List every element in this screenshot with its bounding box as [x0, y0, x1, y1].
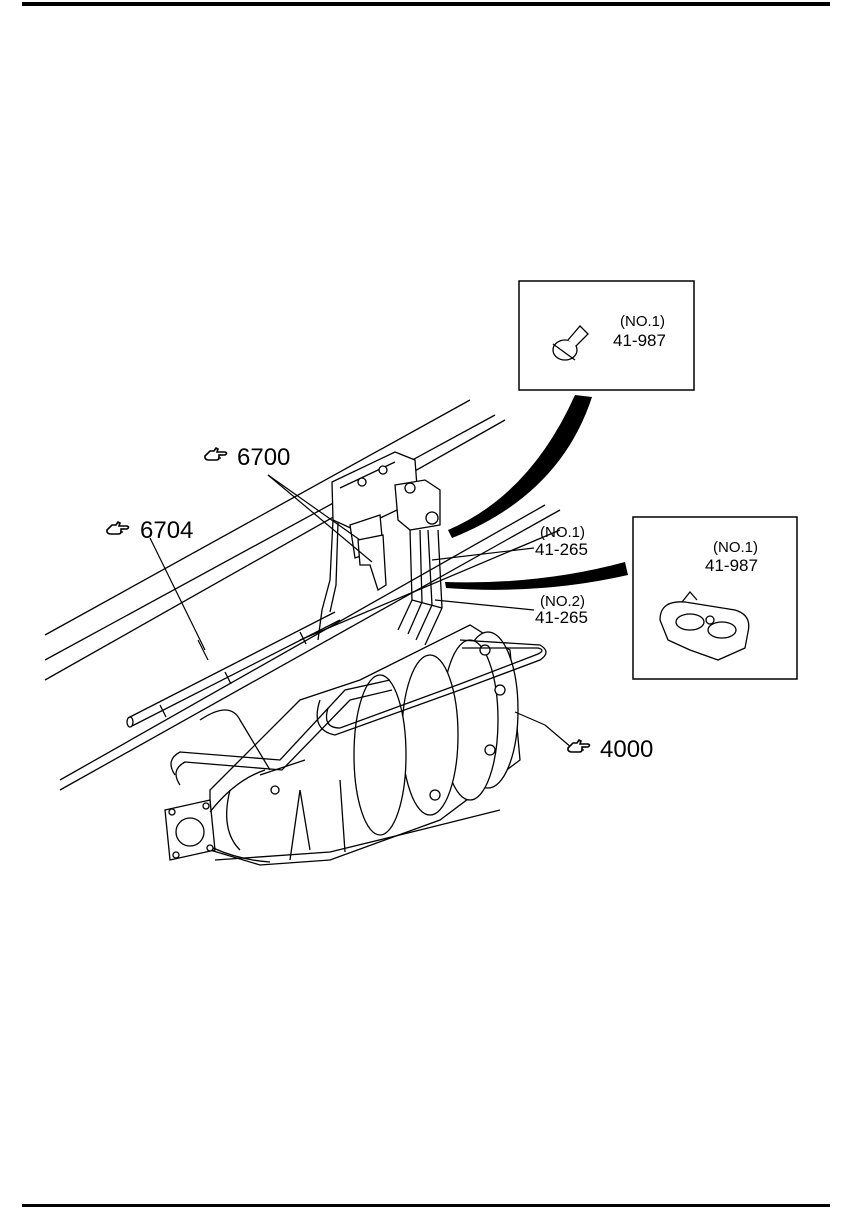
sensor-hoses	[397, 529, 443, 646]
leader-lines	[149, 347, 713, 749]
pressure-tubes	[170, 639, 547, 861]
inset-top-box	[518, 280, 695, 391]
sensor-pipe	[126, 611, 341, 728]
pointing-hand-icon	[567, 739, 591, 753]
exhaust-converter	[164, 624, 521, 866]
inset-right-qualifier: (NO.1)	[713, 539, 758, 556]
inset-pointers	[445, 395, 628, 590]
callout-6700: 6700	[237, 444, 290, 471]
hose-2-part: 41-265	[535, 608, 588, 627]
mounting-bracket	[317, 451, 441, 641]
hose-clamp-icon	[659, 590, 750, 661]
hose-1-part: 41-265	[535, 540, 588, 559]
inset-top-part: 41-987	[613, 331, 666, 350]
top-rule	[22, 2, 830, 6]
callout-4000: 4000	[600, 736, 653, 763]
hose-1-qualifier: (NO.1)	[540, 524, 585, 541]
callout-6704: 6704	[140, 517, 193, 544]
inset-top-qualifier: (NO.1)	[620, 313, 665, 330]
hose-2-qualifier: (NO.2)	[540, 593, 585, 610]
inset-right-box	[632, 516, 798, 680]
bottom-rule	[22, 1204, 830, 1207]
pointing-hand-icon	[204, 447, 228, 461]
inset-right-part: 41-987	[705, 556, 758, 575]
pointing-hand-icon	[106, 521, 130, 535]
clip-icon	[552, 325, 589, 361]
frame-rails	[44, 399, 561, 791]
